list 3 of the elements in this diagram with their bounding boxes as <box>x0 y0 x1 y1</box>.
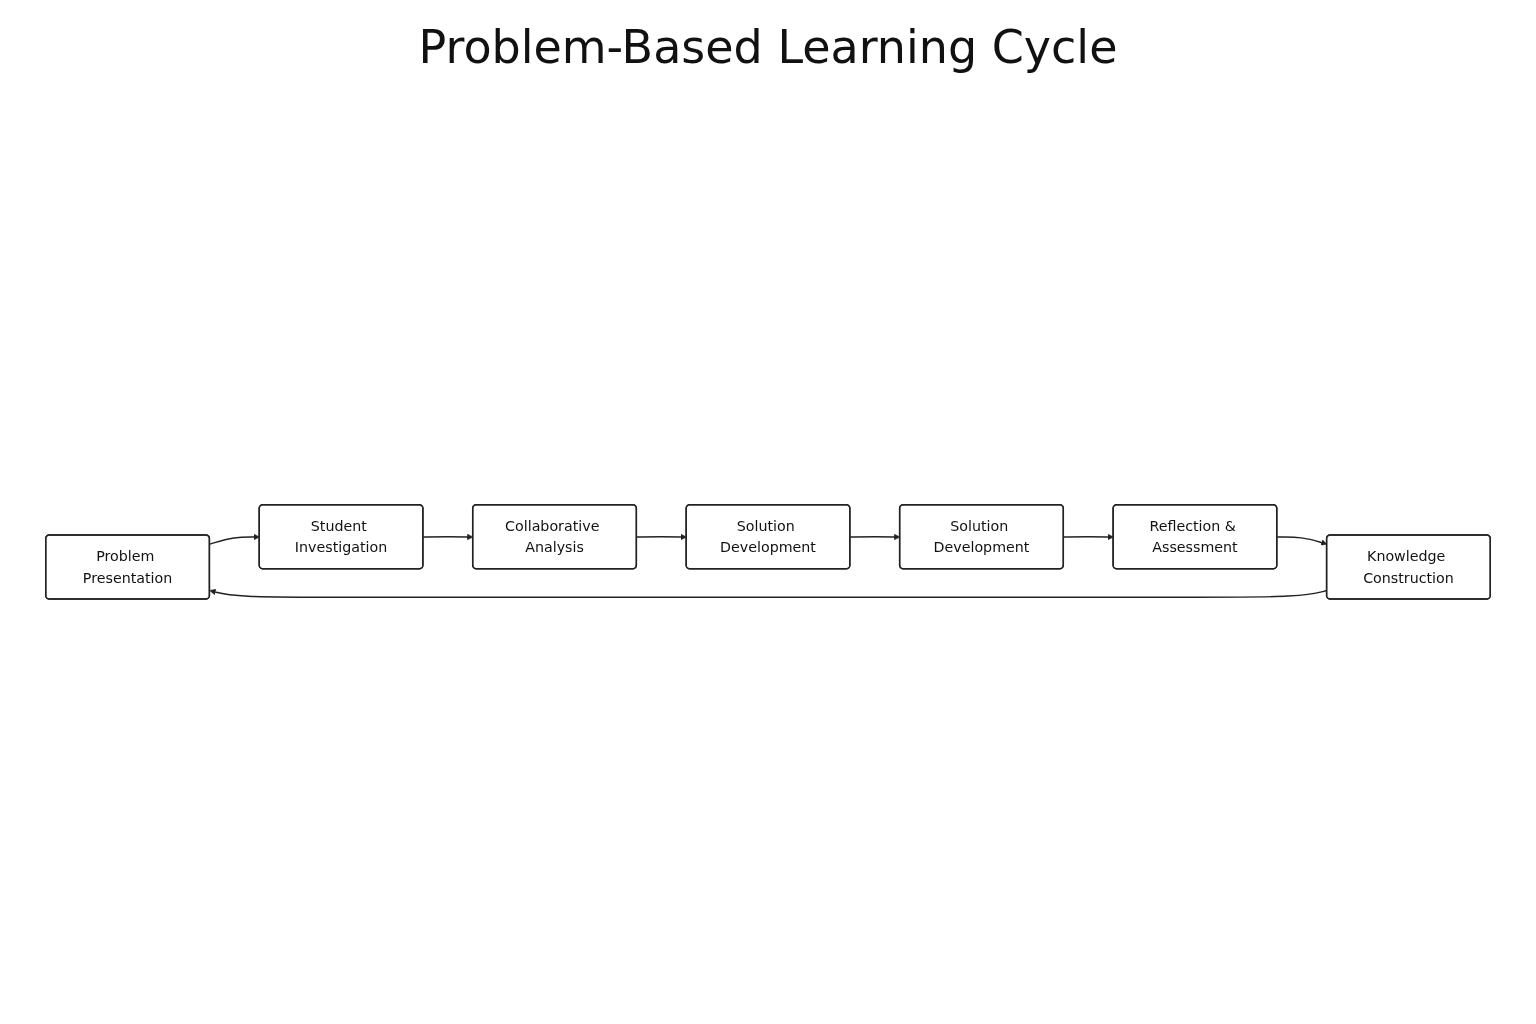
arrow <box>636 534 687 541</box>
arrow <box>209 534 260 545</box>
diagram-title: Problem-Based Learning Cycle <box>417 20 1119 74</box>
